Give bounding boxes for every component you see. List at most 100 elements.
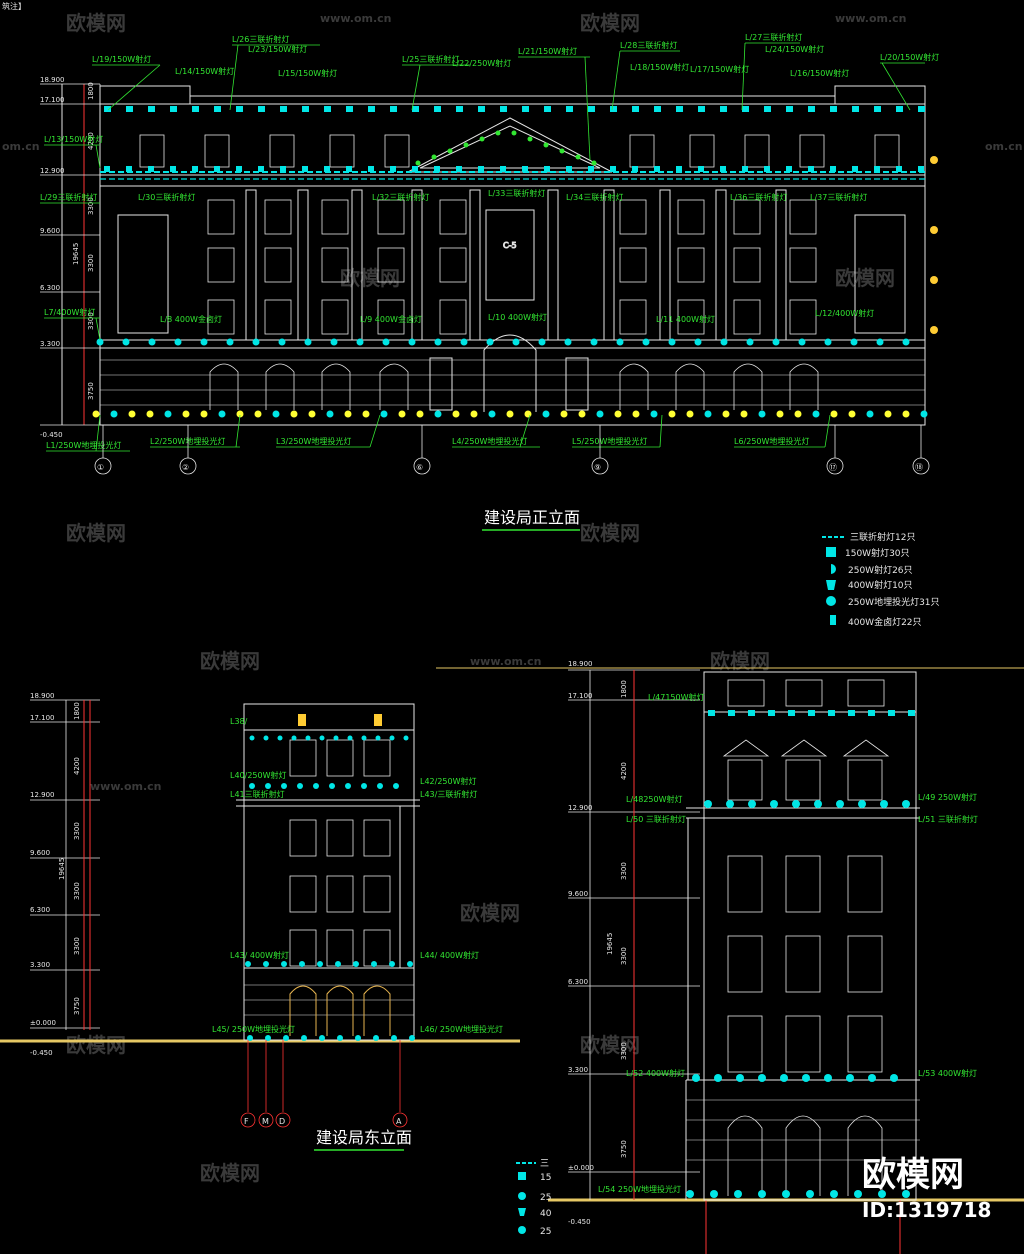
front-grid-axes: ① ② ⑥ ⑨ ⑰ ⑱ (94, 425, 930, 475)
spotlight-marker (249, 735, 255, 741)
spotlight-marker (632, 166, 638, 172)
window (727, 855, 763, 913)
window (207, 299, 235, 335)
spotlight-marker (748, 710, 755, 716)
level-label: 17.100 (30, 714, 55, 722)
floodlight-marker (824, 338, 832, 346)
fixture-label: L/54 250W地埋投光灯 (598, 1184, 681, 1194)
floodlight-marker (868, 1074, 876, 1082)
pediment-light (447, 148, 453, 154)
pediment-light (527, 136, 533, 142)
spotlight-marker (522, 106, 529, 112)
svg-text:欧模网: 欧模网 (710, 649, 770, 673)
ground-light-marker (542, 410, 550, 418)
brand-id: ID:1319718 (862, 1198, 991, 1222)
spotlight-marker (742, 166, 748, 172)
svg-text:欧模网: 欧模网 (835, 266, 895, 290)
fixture-label: L/20/150W射灯 (880, 52, 939, 62)
watermark-logo: 欧模网 (66, 1033, 126, 1057)
spotlight-marker (249, 783, 255, 789)
legend-item: 400W金卤灯22只 (848, 616, 922, 628)
spotlight-marker (720, 106, 727, 112)
ground-light-marker (614, 410, 622, 418)
column (297, 189, 309, 341)
spotlight-marker (654, 166, 660, 172)
ground-light-marker (254, 410, 262, 418)
fixture-label: L/12/400W射灯 (815, 308, 874, 318)
window (619, 299, 647, 335)
west-windows (722, 679, 890, 1196)
spotlight-marker (896, 166, 902, 172)
level-label: 18.900 (30, 692, 55, 700)
fixture-label: L/27三联折射灯 (745, 32, 802, 42)
ground-light-marker (830, 1190, 838, 1198)
east-windows (289, 739, 391, 1036)
ground-light-marker (218, 410, 226, 418)
fixture-label: L/28三联折射灯 (620, 40, 677, 50)
floodlight-marker (692, 1074, 700, 1082)
spotlight-marker (544, 106, 551, 112)
window (847, 759, 883, 801)
fixture-label: L/16/150W射灯 (790, 68, 849, 78)
spotlight-marker (610, 166, 616, 172)
spotlight-marker (880, 800, 888, 808)
spotlight-marker (478, 166, 484, 172)
fixture-label: L7/400W射灯 (44, 307, 95, 317)
ground-light-marker (373, 1035, 379, 1041)
spotlight-marker (830, 166, 836, 172)
floodlight-marker (850, 338, 858, 346)
column (351, 189, 363, 341)
ground-light-marker (380, 410, 388, 418)
arched-window (675, 363, 705, 410)
spotlight-marker (263, 735, 269, 741)
ground-light-marker (110, 410, 118, 418)
fixture-label: L/9 400W金卤灯 (360, 314, 422, 324)
fixture-label: L/52 400W射灯 (626, 1068, 685, 1078)
ground-light-marker (686, 1190, 694, 1198)
dim-label: 3300 (73, 937, 81, 955)
ground-light-marker (409, 1035, 415, 1041)
ground-light-marker (319, 1035, 325, 1041)
legend-fragment: 15 (540, 1173, 551, 1183)
axis-label: ⑨ (594, 463, 601, 472)
dim-label: 1800 (87, 82, 95, 100)
window (289, 819, 317, 857)
spotlight-marker (324, 166, 330, 172)
level-label: ±0.000 (30, 1019, 56, 1027)
watermark-logo: 欧模网 (580, 11, 640, 35)
spotlight-marker (874, 166, 880, 172)
window (289, 875, 317, 913)
fixture-label: L46/ 250W地埋投光灯 (420, 1024, 503, 1034)
window (207, 199, 235, 235)
spotlight-marker (522, 166, 528, 172)
pediment-light (591, 160, 597, 166)
level-label: 17.100 (40, 96, 65, 104)
ground-light-marker (128, 410, 136, 418)
column (547, 189, 559, 341)
spotlight-marker (236, 166, 242, 172)
axis-label: ⑱ (915, 463, 923, 472)
spotlight-marker (412, 166, 418, 172)
spotlight-marker (345, 783, 351, 789)
attic-panel (727, 679, 765, 707)
level-label: 18.900 (40, 76, 65, 84)
dim-label: 3300 (87, 254, 95, 272)
spotlight-marker (808, 166, 814, 172)
column (715, 189, 727, 341)
axis-label: A (396, 1117, 402, 1126)
spotlight-marker (676, 166, 682, 172)
spotlight-marker (313, 783, 319, 789)
arched-window (619, 363, 649, 410)
spotlight-marker (368, 166, 374, 172)
pediment-light (511, 130, 517, 136)
ground-light-marker (794, 410, 802, 418)
spotlight-marker (500, 166, 506, 172)
window (363, 819, 391, 857)
legend-fragment: 40 (540, 1209, 552, 1219)
spotlight-marker (291, 735, 297, 741)
floodlight-marker (434, 338, 442, 346)
floodlight-marker (694, 338, 702, 346)
svg-text:欧模网: 欧模网 (460, 901, 520, 925)
spotlight-marker (698, 166, 704, 172)
